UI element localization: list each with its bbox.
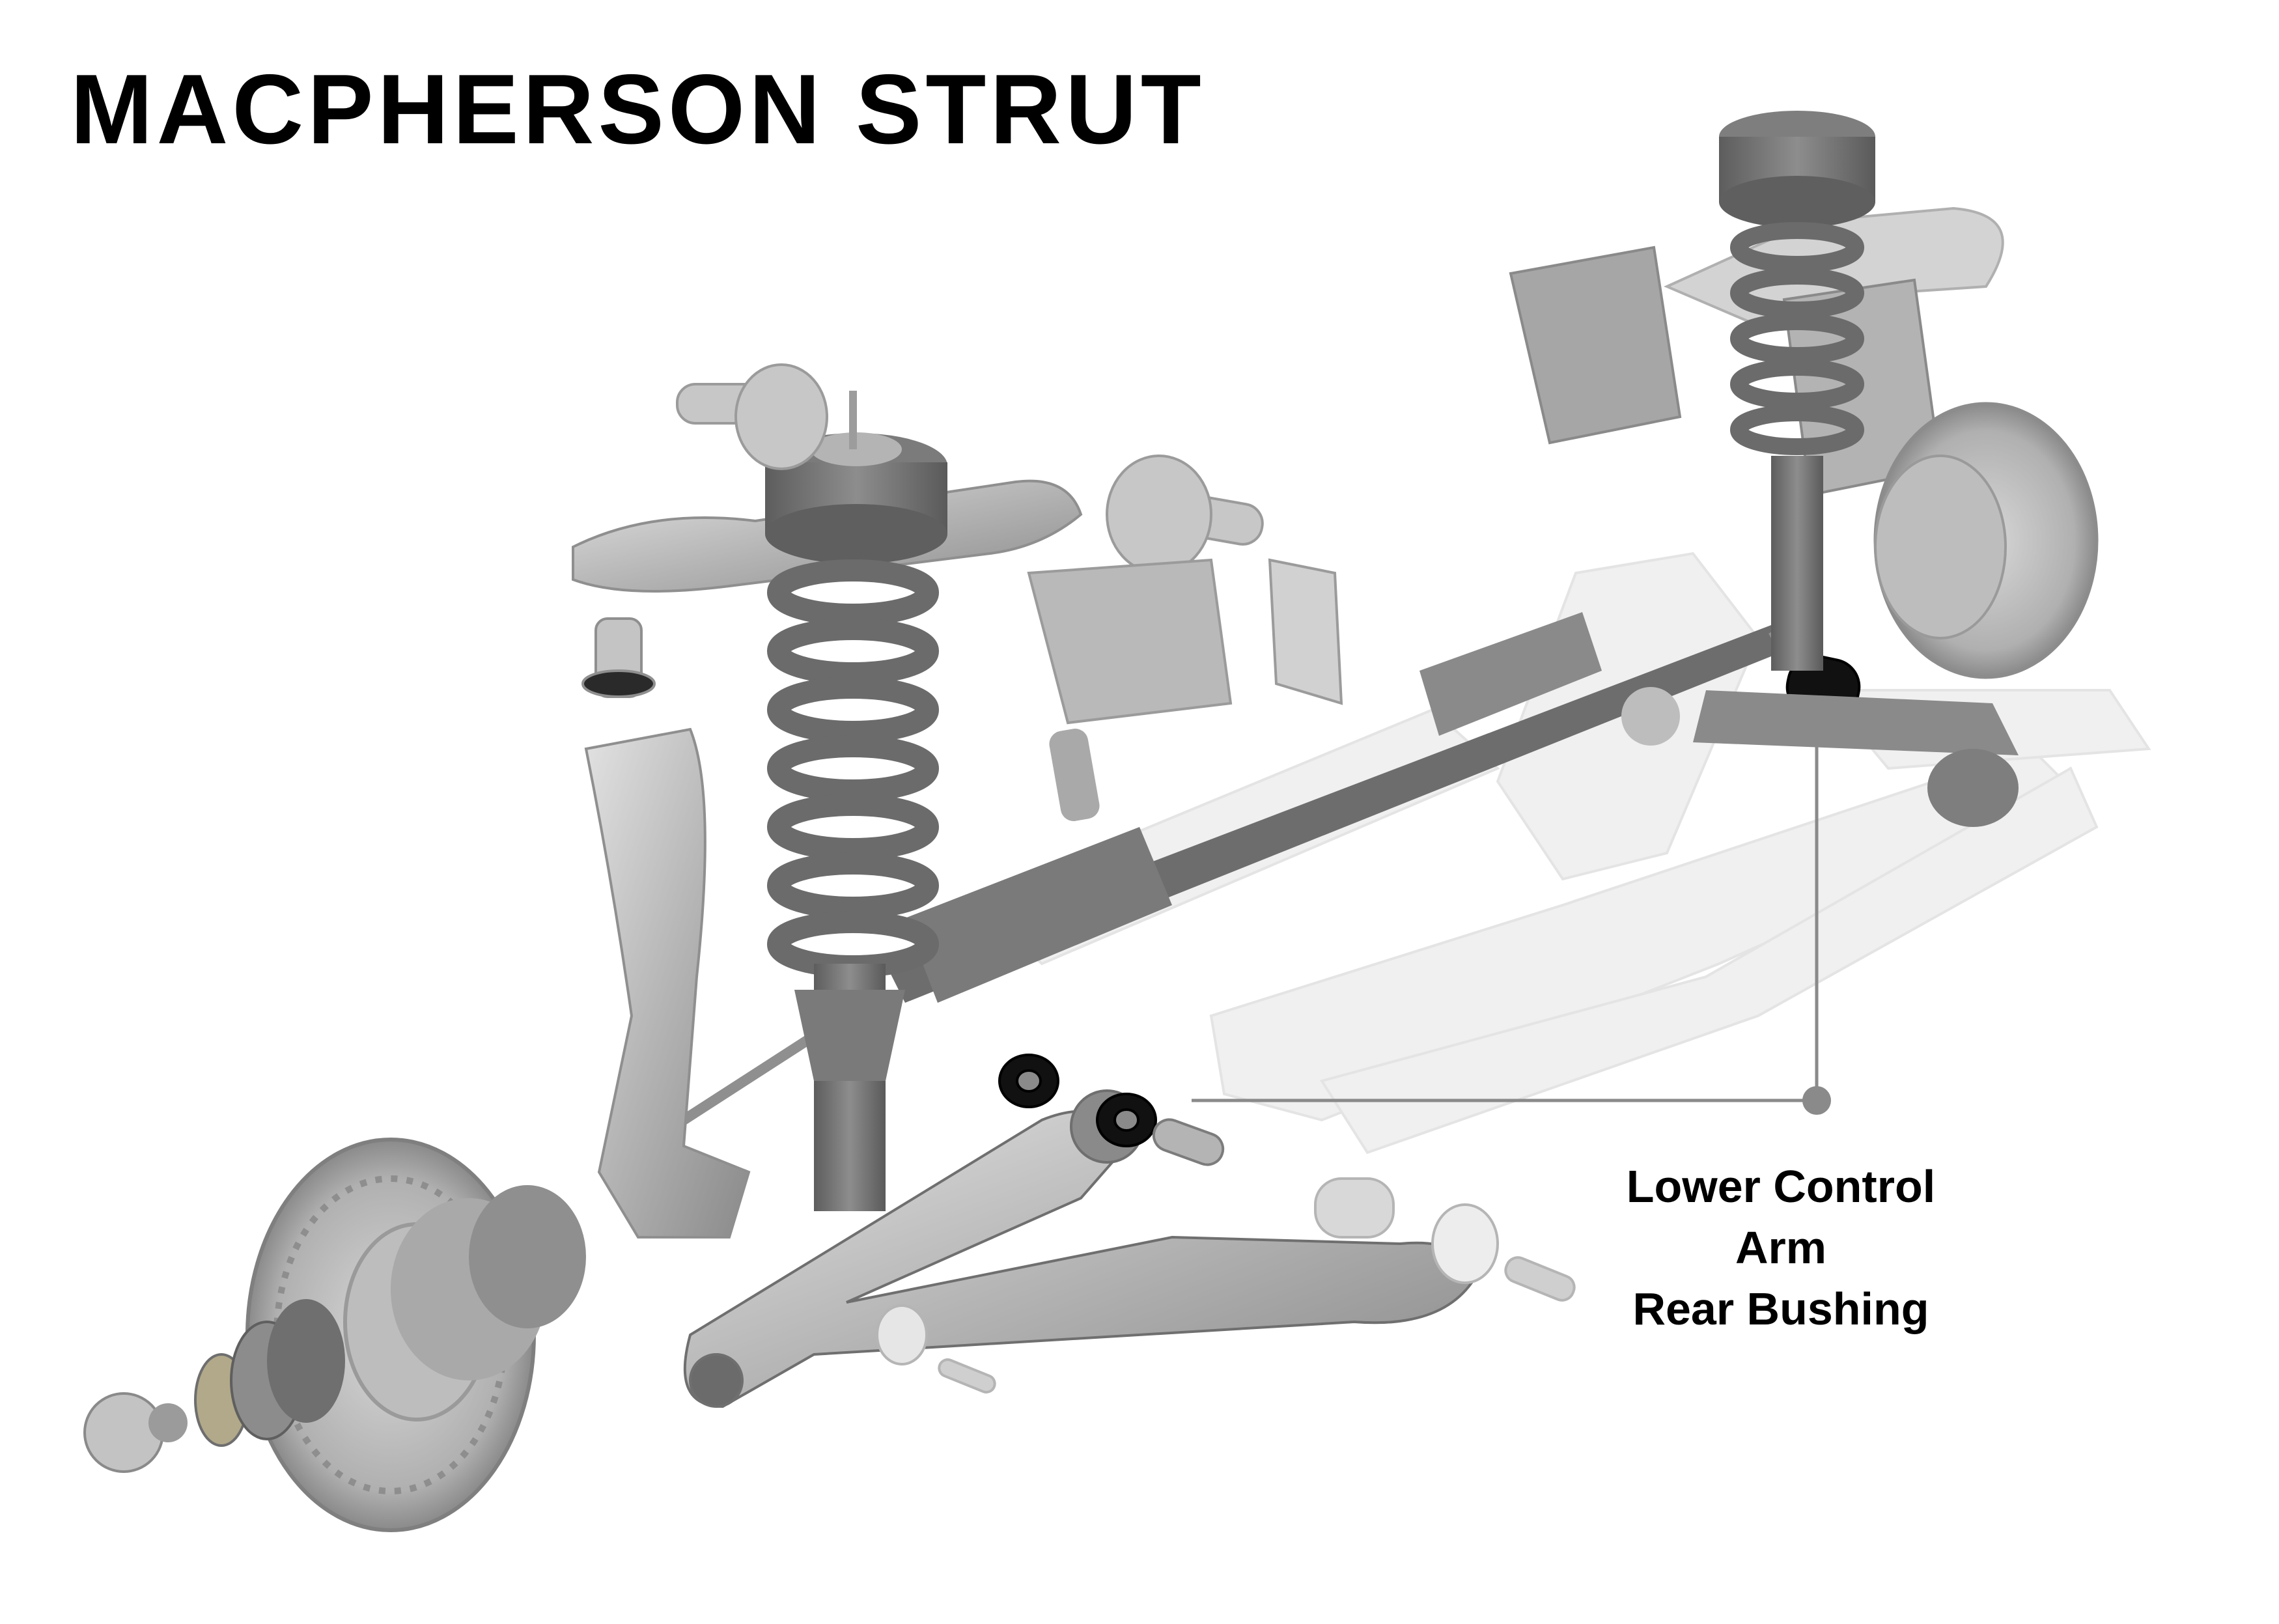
steering-rack <box>886 612 1784 1003</box>
callout-label: Lower Control Arm Rear Bushing <box>1586 1156 1976 1339</box>
callout-dot <box>1802 1086 1831 1115</box>
callout-leader <box>1192 716 1819 1102</box>
callout-line-2: Rear Bushing <box>1632 1283 1929 1334</box>
steering-knuckle <box>581 617 751 1239</box>
front-brake-disc <box>245 1138 586 1532</box>
lower-arm-front-bushing-ghost <box>876 1177 1576 1393</box>
hub-parts <box>83 1299 345 1473</box>
diagram-title: MACPHERSON STRUT <box>70 54 1205 165</box>
rear-strut-assembly <box>1509 111 2099 827</box>
lower-control-arm <box>683 1089 1474 1408</box>
callout-line-1: Lower Control Arm <box>1626 1161 1936 1273</box>
upper-arm-bushings <box>676 363 1343 725</box>
